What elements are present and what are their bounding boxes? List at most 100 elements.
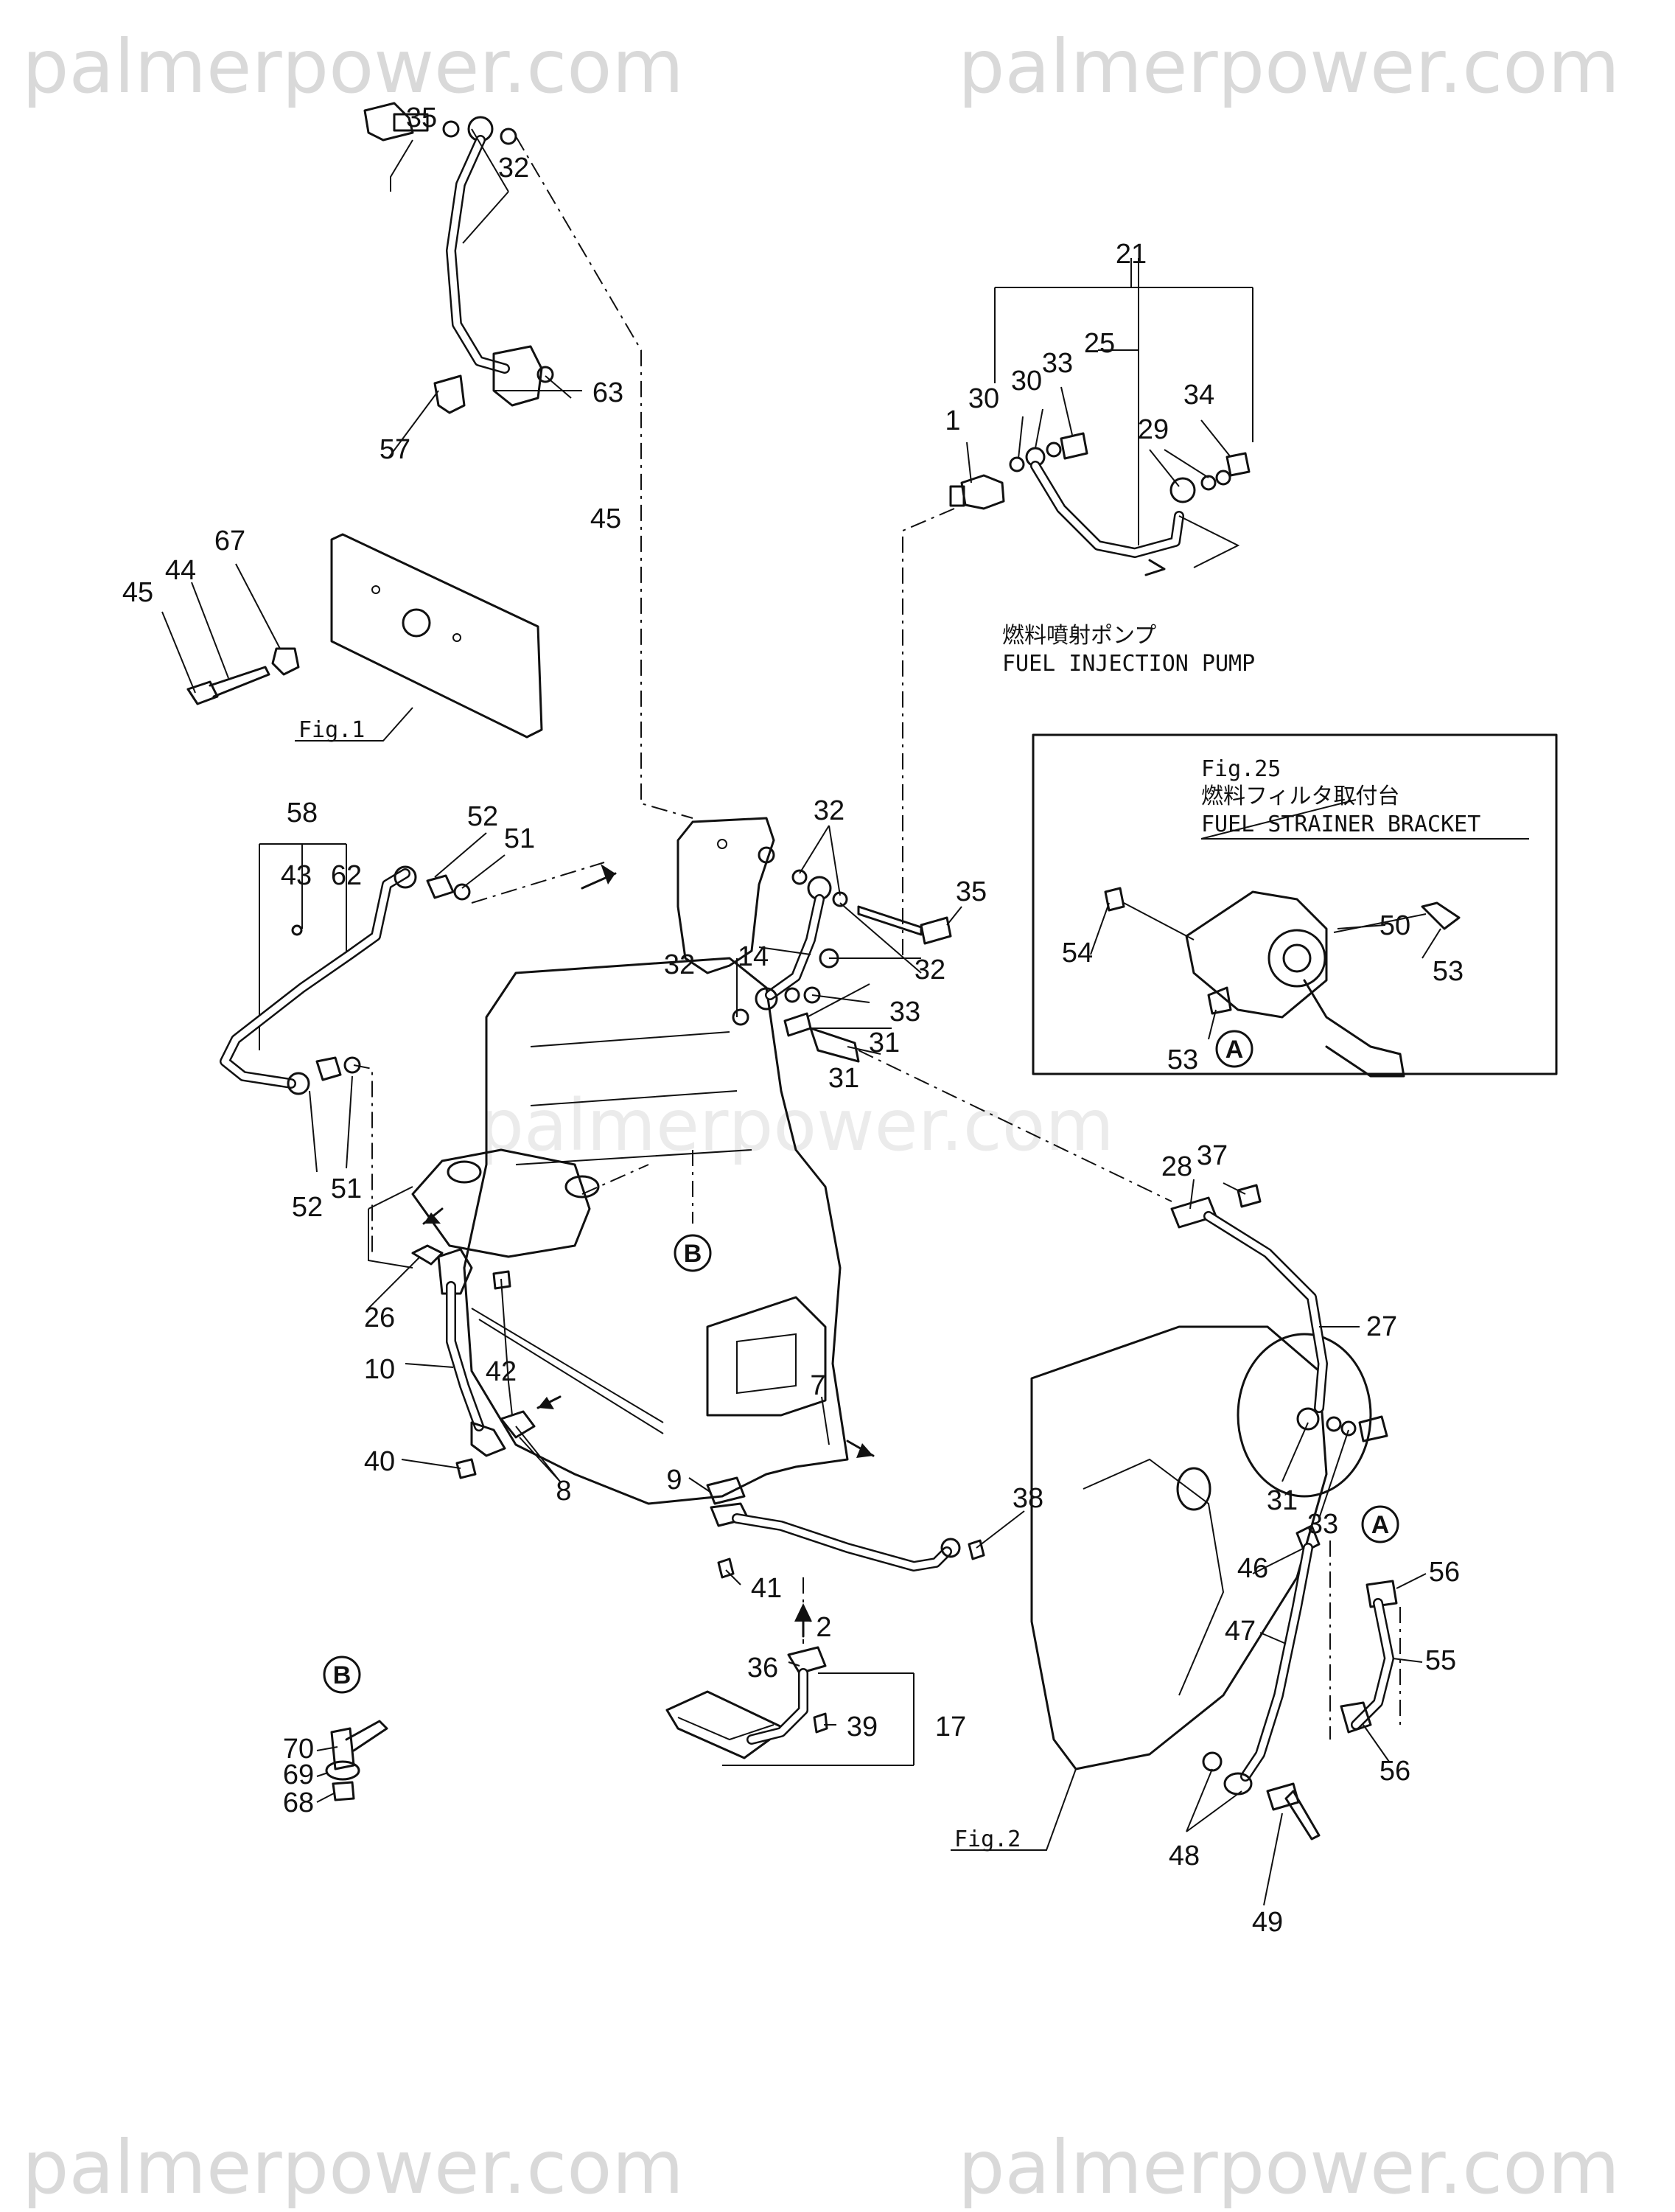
part-label: 51 (331, 1173, 362, 1204)
flow-arrows (422, 864, 875, 1638)
caption-fig25: Fig.25 (1201, 756, 1281, 782)
watermark-bottom-right: palmerpower.com (958, 2124, 1620, 2211)
part-label: 52 (292, 1192, 323, 1223)
ref-marker-a-pipe-label: A (1371, 1511, 1390, 1539)
ref-marker-a-pipe (1361, 1505, 1399, 1543)
part-label: 54 (1062, 938, 1093, 969)
detail-b-assembly (325, 1720, 388, 1801)
part-label: 58 (287, 798, 318, 828)
part-label: 8 (556, 1476, 571, 1507)
part-label: 67 (214, 526, 245, 557)
part-label: 31 (1267, 1485, 1298, 1516)
pipe-27-assembly (1170, 1184, 1388, 1442)
part-label: 49 (1252, 1907, 1283, 1938)
assembly-center-lines (353, 136, 1401, 1740)
ref-marker-a-inset-label: A (1225, 1036, 1244, 1064)
part-label: 33 (1307, 1509, 1338, 1540)
part-label: 55 (1425, 1645, 1456, 1676)
leader-lines (161, 128, 1441, 1906)
part-label: 32 (498, 153, 529, 184)
part-number-labels: 35 32 63 57 45 67 44 45 21 25 1 30 30 33… (122, 102, 1464, 1938)
part-label: 14 (738, 941, 769, 972)
part-label: 48 (1169, 1841, 1200, 1871)
part-label: 41 (751, 1573, 782, 1604)
part-label: 52 (467, 801, 498, 832)
part-label: 69 (283, 1759, 314, 1790)
fig25-inset-box (1032, 733, 1558, 1075)
part-label: 43 (281, 860, 312, 891)
part-label: 17 (935, 1712, 966, 1742)
part-label: 27 (1366, 1311, 1397, 1342)
part-label: 26 (364, 1302, 395, 1333)
ref-marker-b-detail-label: B (333, 1661, 352, 1689)
part-label: 63 (592, 377, 623, 408)
part-label: 68 (283, 1787, 314, 1818)
part-label: 2 (816, 1612, 831, 1643)
part-label: 28 (1161, 1151, 1192, 1182)
watermark-center: palmerpower.com (479, 1084, 1114, 1167)
part-label: 56 (1429, 1557, 1460, 1588)
part-label: 35 (406, 102, 437, 133)
pipe-25-assembly (949, 258, 1253, 576)
strainer-17 (665, 1646, 915, 1766)
ref-marker-a-inset (1215, 1030, 1253, 1068)
part-label: 21 (1116, 239, 1147, 270)
part-label: 40 (364, 1446, 395, 1477)
mounting-plate (330, 533, 543, 739)
part-label: 31 (869, 1028, 900, 1058)
reference-markers: A A B B (323, 1030, 1399, 1694)
captions: 燃料噴射ポンプ FUEL INJECTION PUMP Fig.25 燃料フィル… (298, 623, 1480, 1852)
engine-block (463, 957, 849, 1505)
part-label: 57 (380, 434, 410, 465)
part-label: 37 (1197, 1140, 1228, 1171)
part-label: 1 (945, 405, 960, 436)
pipe-55-assembly (1340, 1580, 1398, 1734)
center-bracket (676, 817, 775, 974)
ref-marker-b-detail (323, 1655, 361, 1694)
part-label: 31 (828, 1063, 859, 1094)
part-label: 50 (1379, 910, 1410, 941)
ref-marker-b-engine (674, 1234, 712, 1272)
part-label: 10 (364, 1354, 395, 1385)
part-label: 47 (1225, 1616, 1256, 1647)
part-label: 70 (283, 1734, 314, 1765)
part-label: 46 (1237, 1553, 1268, 1584)
part-label: 33 (1042, 348, 1073, 379)
caption-fuel-strainer-bracket-jp: 燃料フィルタ取付台 (1201, 784, 1399, 809)
part-label: 62 (331, 860, 362, 891)
part-label: 39 (847, 1712, 878, 1742)
caption-fuel-injection-pump-en: FUEL INJECTION PUMP (1002, 651, 1255, 677)
caption-fig1: Fig.1 (298, 717, 365, 743)
watermark-top-right: palmerpower.com (958, 24, 1620, 110)
part-label: 53 (1167, 1044, 1198, 1075)
caption-fuel-strainer-bracket-en: FUEL STRAINER BRACKET (1201, 812, 1480, 837)
part-label: 53 (1433, 956, 1464, 987)
flywheel-housing (1030, 1325, 1372, 1770)
part-label: 29 (1138, 414, 1169, 445)
part-label: 25 (1084, 328, 1115, 359)
part-label: 45 (590, 503, 621, 534)
part-label: 9 (666, 1465, 682, 1496)
part-label: 42 (486, 1356, 517, 1387)
caption-fig2: Fig.2 (954, 1827, 1021, 1852)
watermark-top-left: palmerpower.com (22, 24, 684, 110)
intake-housing (368, 1148, 600, 1269)
part-label: 45 (122, 577, 153, 608)
bolt-44-assembly (186, 647, 300, 705)
part-label: 32 (915, 955, 945, 985)
part-label: 56 (1379, 1756, 1410, 1787)
part-label: 33 (889, 997, 920, 1028)
part-label: 30 (968, 383, 999, 414)
pipe-10-assembly (411, 1244, 664, 1479)
pipe-2-assembly (706, 1476, 985, 1579)
watermark-bottom-left: palmerpower.com (22, 2124, 684, 2211)
part-label: 32 (664, 949, 695, 980)
part-label: 38 (1013, 1483, 1043, 1514)
part-label: 51 (504, 823, 535, 854)
caption-fuel-injection-pump-jp: 燃料噴射ポンプ (1002, 623, 1156, 649)
part-label: 36 (747, 1653, 778, 1684)
part-label: 30 (1011, 366, 1042, 397)
ref-marker-b-engine-label: B (684, 1240, 702, 1268)
